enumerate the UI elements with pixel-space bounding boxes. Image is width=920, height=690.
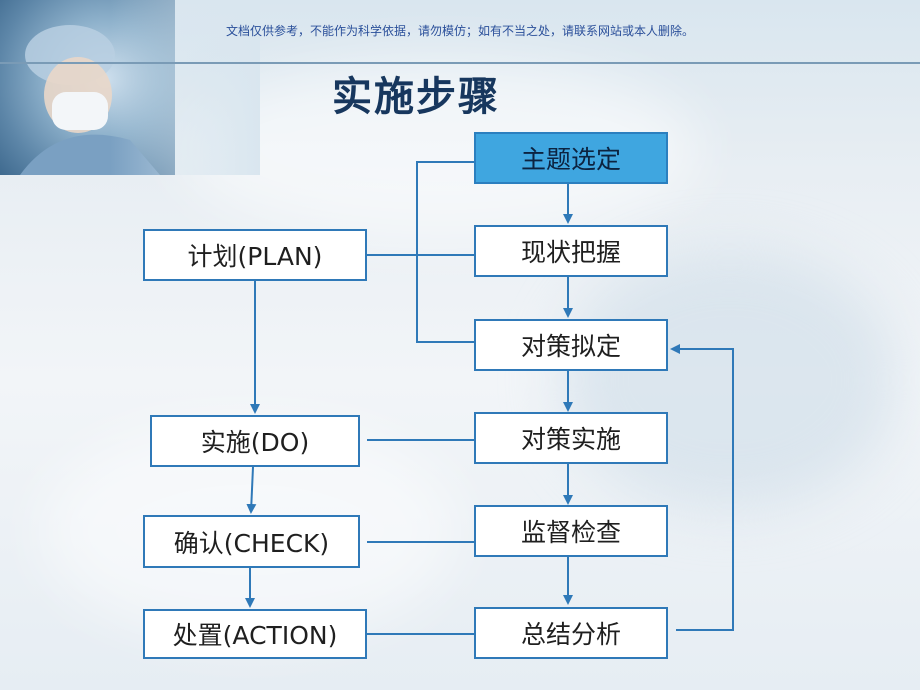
step-topic-selection: 主题选定 xyxy=(474,132,668,184)
pdca-check: 确认(CHECK) xyxy=(143,515,360,568)
step-measures-draft: 对策拟定 xyxy=(474,319,668,371)
step-monitor-check: 监督检查 xyxy=(474,505,668,557)
step-summary-analysis: 总结分析 xyxy=(474,607,668,659)
step-status-grasp: 现状把握 xyxy=(474,225,668,277)
pdca-plan: 计划(PLAN) xyxy=(143,229,367,281)
photo-fade xyxy=(110,0,260,175)
arrow-do-to-check xyxy=(246,466,257,514)
step-measures-implement: 对策实施 xyxy=(474,412,668,464)
slide-title: 实施步骤 xyxy=(332,74,500,120)
plan-bracket xyxy=(416,161,474,343)
pdca-action: 处置(ACTION) xyxy=(143,609,367,659)
pdca-do: 实施(DO) xyxy=(150,415,360,467)
disclaimer-text: 文档仅供参考，不能作为科学依据，请勿模仿；如有不当之处，请联系网站或本人删除。 xyxy=(225,24,694,38)
feedback-loop xyxy=(670,344,734,631)
header-rule xyxy=(0,62,920,64)
